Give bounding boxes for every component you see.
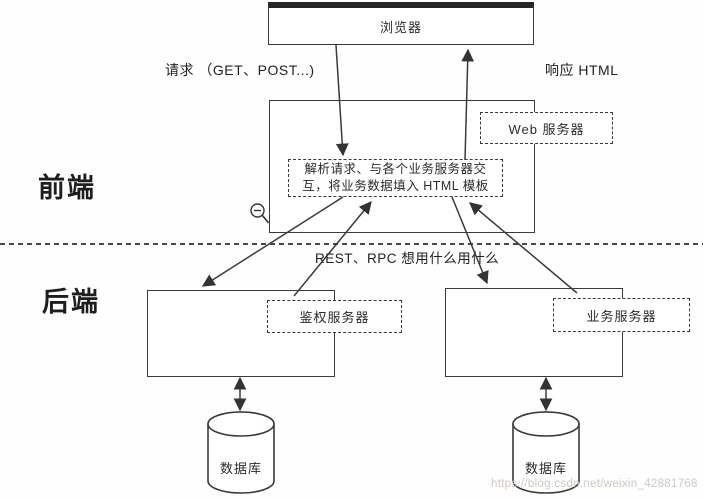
database-cylinder-icon: [207, 411, 275, 494]
business-server-label: 业务服务器: [586, 308, 657, 324]
database-cylinder-icon: [512, 411, 580, 494]
rest-rpc-edge-label: REST、RPC 想用什么用什么: [315, 251, 500, 266]
database-right-label: 数据库: [524, 461, 567, 476]
frontend-section-label: 前端: [38, 173, 96, 203]
parse-request-line1: 解析请求、与各个业务服务器交: [304, 162, 487, 176]
parse-request-line2: 互，将业务数据填入 HTML 模板: [302, 179, 489, 193]
auth-server-label: 鉴权服务器: [299, 310, 370, 325]
business-server-node: 业务服务器: [553, 298, 690, 332]
web-server-node: Web 服务器: [480, 112, 613, 144]
web-server-label: Web 服务器: [508, 121, 585, 137]
watermark-url: https://blog.csdn.net/weixin_42881768: [491, 478, 698, 490]
parse-request-node: 解析请求、与各个业务服务器交 互，将业务数据填入 HTML 模板: [288, 159, 503, 197]
browser-node: 浏览器: [268, 2, 534, 45]
database-left-node: 数据库: [207, 410, 275, 496]
browser-label: 浏览器: [379, 19, 422, 35]
zoom-out-cursor-icon: [250, 203, 270, 224]
database-left-label: 数据库: [219, 461, 262, 476]
database-right-node: 数据库: [512, 410, 580, 496]
frontend-backend-divider: [0, 243, 703, 246]
backend-section-label: 后端: [42, 287, 100, 317]
request-edge-label: 请求 （GET、POST...): [165, 62, 315, 78]
auth-server-node: 鉴权服务器: [267, 300, 402, 333]
response-edge-label: 响应 HTML: [545, 62, 619, 78]
